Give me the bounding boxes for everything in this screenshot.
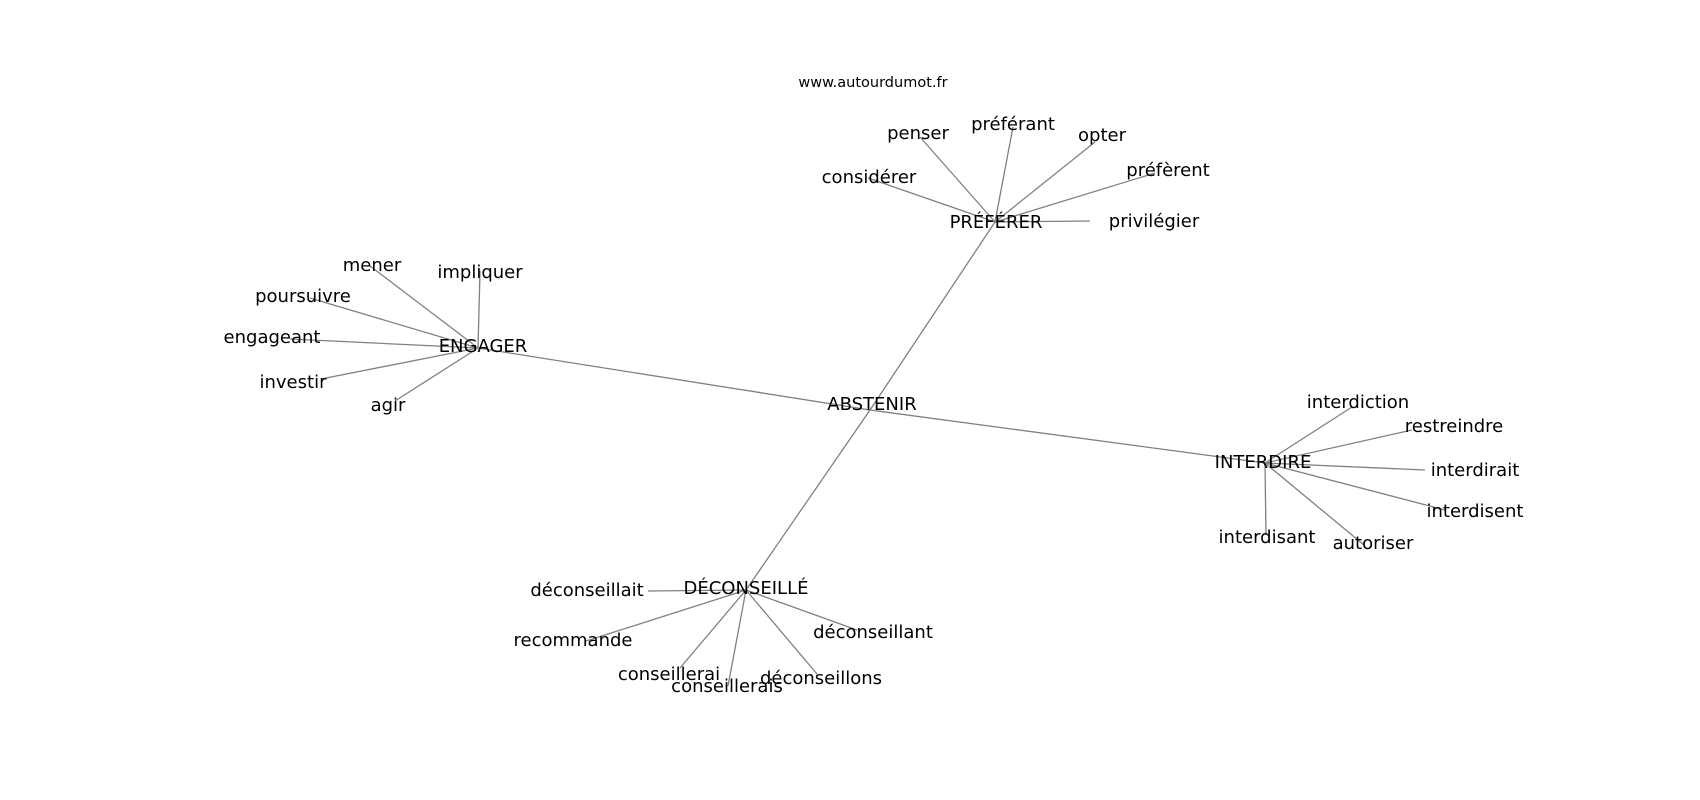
hub-node-label: PRÉFÉRER xyxy=(950,211,1043,233)
center-hub-edge xyxy=(745,409,871,591)
leaf-node-label: poursuivre xyxy=(255,286,351,307)
site-watermark: www.autourdumot.fr xyxy=(798,75,947,91)
leaf-node-label: privilégier xyxy=(1109,211,1200,232)
hub-leaf-edge xyxy=(369,265,479,349)
leaf-node-label: mener xyxy=(343,255,402,276)
hub-leaf-edge xyxy=(1264,406,1353,464)
leaf-node-label: recommande xyxy=(514,630,633,651)
leaf-node-label: agir xyxy=(371,395,406,416)
leaf-node-label: interdisant xyxy=(1219,527,1316,548)
leaf-node-label: déconseillait xyxy=(530,580,643,601)
leaf-node-label: déconseillons xyxy=(760,668,882,689)
leaf-node-label: autoriser xyxy=(1333,533,1414,554)
center-hub-edge xyxy=(869,221,996,411)
leaf-node-label: interdisent xyxy=(1427,501,1524,522)
leaf-node-label: restreindre xyxy=(1405,416,1504,437)
leaf-node-label: préférant xyxy=(971,114,1055,135)
hub-leaf-edge xyxy=(647,589,747,592)
center-node-label: ABSTENIR xyxy=(827,394,916,415)
leaf-node-label: conseillerai xyxy=(618,664,720,685)
hub-node-label: DÉCONSEILLÉ xyxy=(684,577,809,599)
leaf-node-label: penser xyxy=(887,123,949,144)
graph-labels: ABSTENIR PRÉFÉRER penser préférant opter pré… xyxy=(224,114,1524,697)
leaf-node-label: préfèrent xyxy=(1126,160,1209,181)
leaf-node-label: considérer xyxy=(822,167,917,188)
hub-leaf-edge xyxy=(994,126,1014,223)
hub-leaf-edge xyxy=(320,347,479,380)
graph-edges xyxy=(289,126,1446,687)
hub-leaf-edge xyxy=(289,338,479,349)
leaf-node-label: impliquer xyxy=(437,262,523,283)
hub-leaf-edge xyxy=(1264,462,1426,471)
leaf-node-label: investir xyxy=(260,372,328,393)
hub-leaf-edge xyxy=(994,220,1091,223)
center-hub-edge xyxy=(477,347,871,411)
hub-leaf-edge xyxy=(919,136,996,223)
leaf-node-label: déconseillant xyxy=(813,622,933,643)
leaf-node-label: conseillerais xyxy=(671,676,783,697)
hub-leaf-edge xyxy=(679,589,747,669)
hub-leaf-edge xyxy=(1264,462,1365,546)
hub-node-label: INTERDIRE xyxy=(1215,452,1312,473)
hub-leaf-edge xyxy=(1264,462,1267,536)
hub-leaf-edge xyxy=(994,141,1096,223)
leaf-node-label: engageant xyxy=(224,327,321,348)
hub-leaf-edge xyxy=(309,297,479,349)
hub-leaf-edge xyxy=(1264,429,1413,464)
hub-leaf-edge xyxy=(994,172,1156,223)
hub-leaf-edge xyxy=(727,589,747,687)
leaf-node-label: interdirait xyxy=(1431,460,1520,481)
leaf-node-label: interdiction xyxy=(1307,392,1409,413)
hub-leaf-edge xyxy=(477,270,481,349)
hub-node-label: ENGAGER xyxy=(439,336,528,357)
leaf-node-label: opter xyxy=(1078,125,1127,146)
hub-leaf-edge xyxy=(585,589,747,642)
hub-leaf-edge xyxy=(745,589,818,675)
hub-leaf-edge xyxy=(745,589,858,631)
hub-leaf-edge xyxy=(1264,462,1446,511)
center-hub-edge xyxy=(869,409,1266,464)
hub-leaf-edge xyxy=(867,177,996,223)
hub-leaf-edge xyxy=(394,347,479,402)
